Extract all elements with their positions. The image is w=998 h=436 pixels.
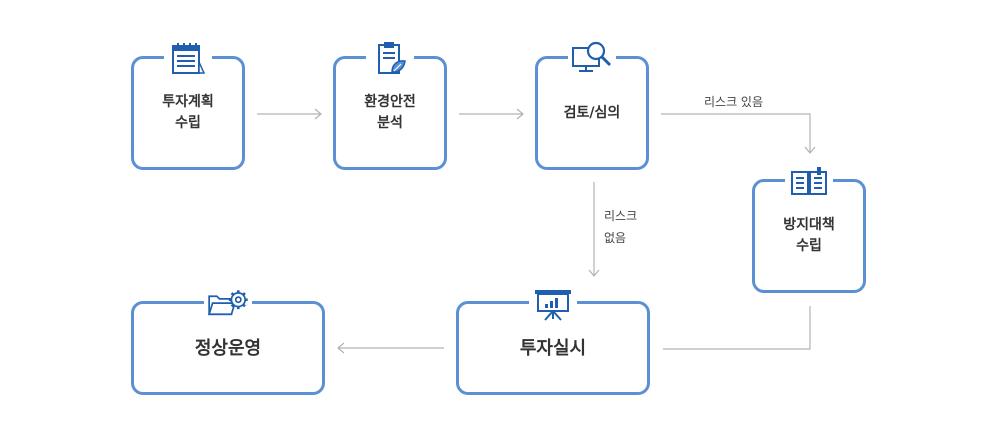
node-assess: 환경안전 분석 (333, 39, 447, 170)
open-book-icon (785, 162, 833, 202)
arrow-prevent-to-execute (663, 306, 811, 350)
node-prevent-label: 방지대책 수립 (783, 217, 835, 254)
node-execute: 투자실시 (456, 284, 650, 395)
node-operate-label: 정상운영 (194, 337, 262, 359)
calendar-icon (164, 39, 212, 79)
node-review-label: 검토/심의 (563, 104, 621, 121)
arrow-assess-to-review (459, 108, 524, 120)
node-assess-label: 환경안전 분석 (364, 94, 416, 131)
node-plan: 투자계획 수립 (131, 39, 245, 170)
node-execute-label: 투자실시 (519, 337, 587, 359)
folder-gear-icon (204, 284, 252, 324)
monitor-magnifier-icon (568, 39, 616, 79)
presentation-board-icon (529, 284, 577, 324)
node-prevent: 방지대책 수립 (752, 162, 866, 293)
arrow-plan-to-assess (257, 108, 322, 120)
edge-label-risk-no: 리스크 없음 (604, 209, 638, 245)
arrow-execute-to-operate (337, 342, 444, 354)
arrow-review-to-execute (588, 182, 600, 277)
node-operate: 정상운영 (131, 284, 325, 395)
edge-label-risk-yes: 리스크 있음 (704, 95, 764, 109)
arrow-review-to-prevent (661, 113, 816, 154)
node-plan-label: 투자계획 수립 (162, 94, 214, 131)
clipboard-leaf-icon (366, 39, 414, 79)
node-review: 검토/심의 (535, 39, 649, 170)
